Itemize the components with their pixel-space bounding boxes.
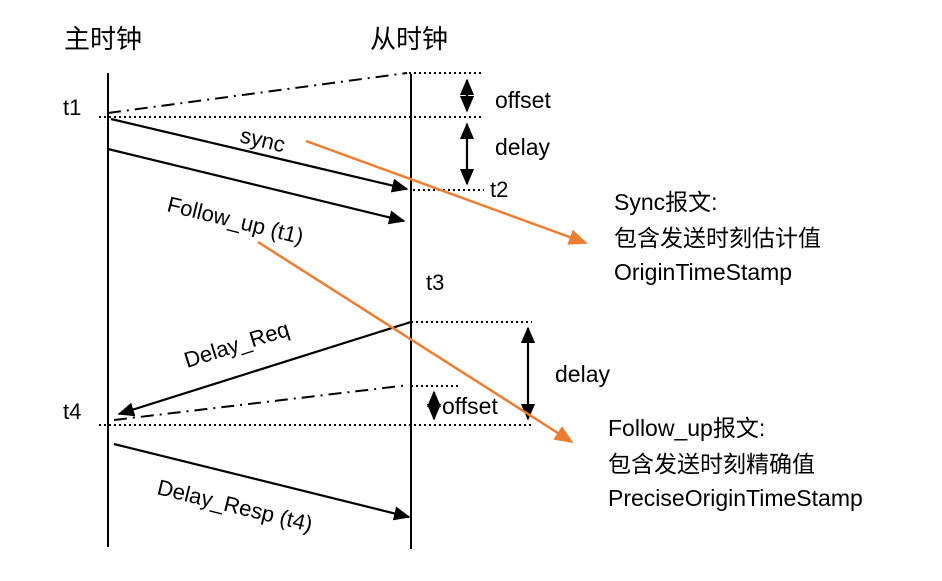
sync-note-field: OriginTimeStamp <box>614 259 792 285</box>
delay-resp-message-label: Delay_Resp (t4) <box>155 475 315 537</box>
sync-message-label: sync <box>238 123 288 158</box>
slave-clock-title: 从时钟 <box>370 25 448 54</box>
sync-message-arrow <box>110 117 409 193</box>
delay-resp-message-arrow <box>113 442 411 521</box>
follow-up-message-arrow <box>107 147 406 225</box>
follow-up-note-callout-arrow <box>257 240 574 444</box>
sync-note-title: Sync报文: <box>614 189 718 215</box>
offset-bottom-label: offset <box>442 393 498 419</box>
delay-top-label: delay <box>495 134 550 160</box>
follow-up-note-desc: 包含发送时刻精确值 <box>608 452 815 477</box>
follow-up-note: Follow_up报文: 包含发送时刻精确值 PreciseOriginTime… <box>608 415 863 511</box>
timestamp-t2-label: t2 <box>490 177 508 202</box>
sync-note-desc: 包含发送时刻估计值 <box>614 226 821 251</box>
drift-dashdot-top <box>107 72 408 114</box>
sync-note-callout-arrow <box>305 139 588 245</box>
delay-bottom-label: delay <box>555 361 610 387</box>
drift-dashdot-bottom <box>113 384 410 421</box>
timestamp-t4-label: t4 <box>63 399 81 424</box>
timestamp-t3-label: t3 <box>426 270 444 295</box>
follow-up-note-title: Follow_up报文: <box>608 415 765 441</box>
timestamp-t1-label: t1 <box>63 95 81 120</box>
sync-note: Sync报文: 包含发送时刻估计值 OriginTimeStamp <box>614 189 821 285</box>
follow-up-note-field: PreciseOriginTimeStamp <box>608 485 863 511</box>
follow-up-message-label: Follow_up (t1) <box>165 192 306 250</box>
master-clock-title: 主时钟 <box>64 25 142 54</box>
delay-req-message-arrow <box>117 320 412 417</box>
offset-top-label: offset <box>495 87 551 113</box>
